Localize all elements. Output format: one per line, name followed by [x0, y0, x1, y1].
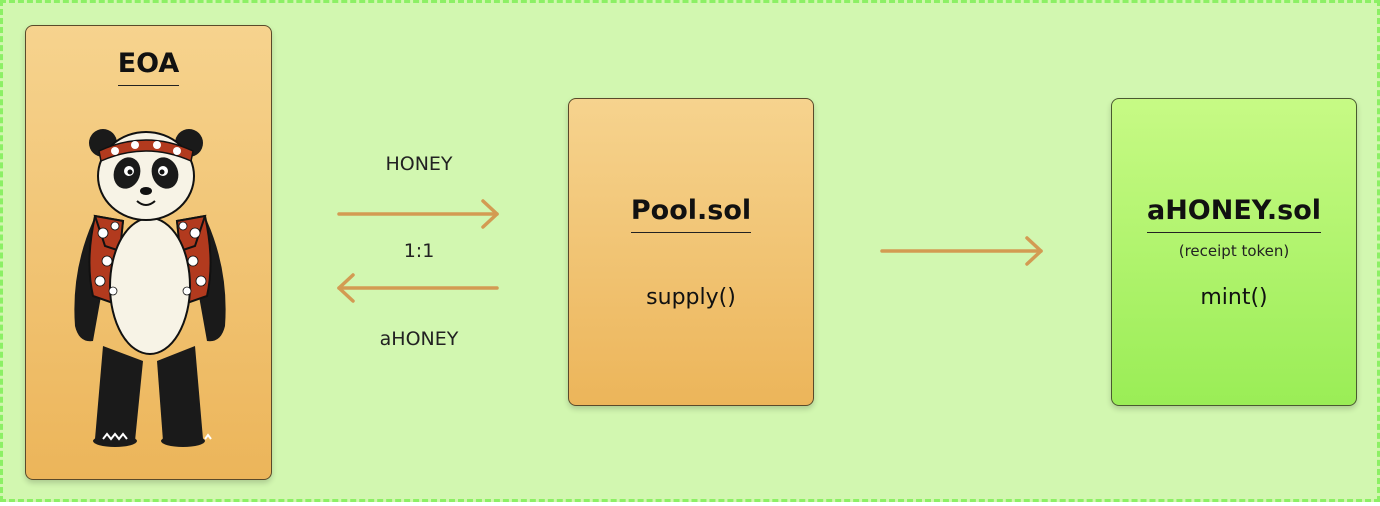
panda-icon: [74, 129, 226, 447]
ahoney-subtitle: (receipt token): [1178, 242, 1290, 260]
send-label: HONEY: [385, 153, 453, 175]
flow-arrows: [337, 199, 1043, 303]
arrow-right-honey: [337, 199, 499, 229]
ahoney-method: mint(): [1200, 285, 1268, 310]
arrow-right-mint: [880, 236, 1043, 266]
pool-method: supply(): [646, 285, 736, 310]
pool-card: Pool.sol supply(): [568, 98, 814, 406]
arrow-left-ahoney: [337, 273, 499, 303]
eoa-title: EOA: [26, 48, 271, 86]
return-label: aHONEY: [379, 328, 459, 350]
ratio-label: 1:1: [403, 240, 435, 262]
pool-title: Pool.sol: [569, 195, 813, 233]
ahoney-card: aHONEY.sol (receipt token) mint(): [1111, 98, 1357, 406]
ahoney-title: aHONEY.sol: [1112, 195, 1356, 233]
